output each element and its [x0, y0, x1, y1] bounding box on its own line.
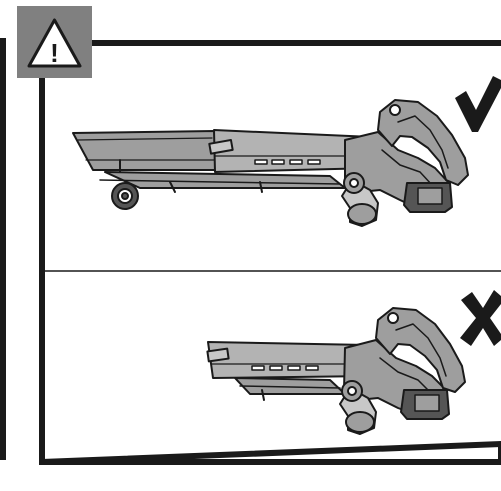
extension-tube [72, 130, 219, 171]
warning-triangle-icon: ! [27, 18, 82, 68]
wheel-icon [111, 182, 139, 210]
check-mark-icon [455, 76, 501, 132]
left-margin-bar [0, 38, 6, 460]
frame-corner-bottom [41, 440, 501, 465]
cross-mark-icon [460, 290, 501, 346]
leaf-blower-vacuum-without-tube [206, 307, 466, 435]
warning-badge: ! [17, 6, 92, 78]
warning-exclamation: ! [50, 38, 59, 68]
leaf-blower-vacuum-with-tube [72, 99, 469, 227]
